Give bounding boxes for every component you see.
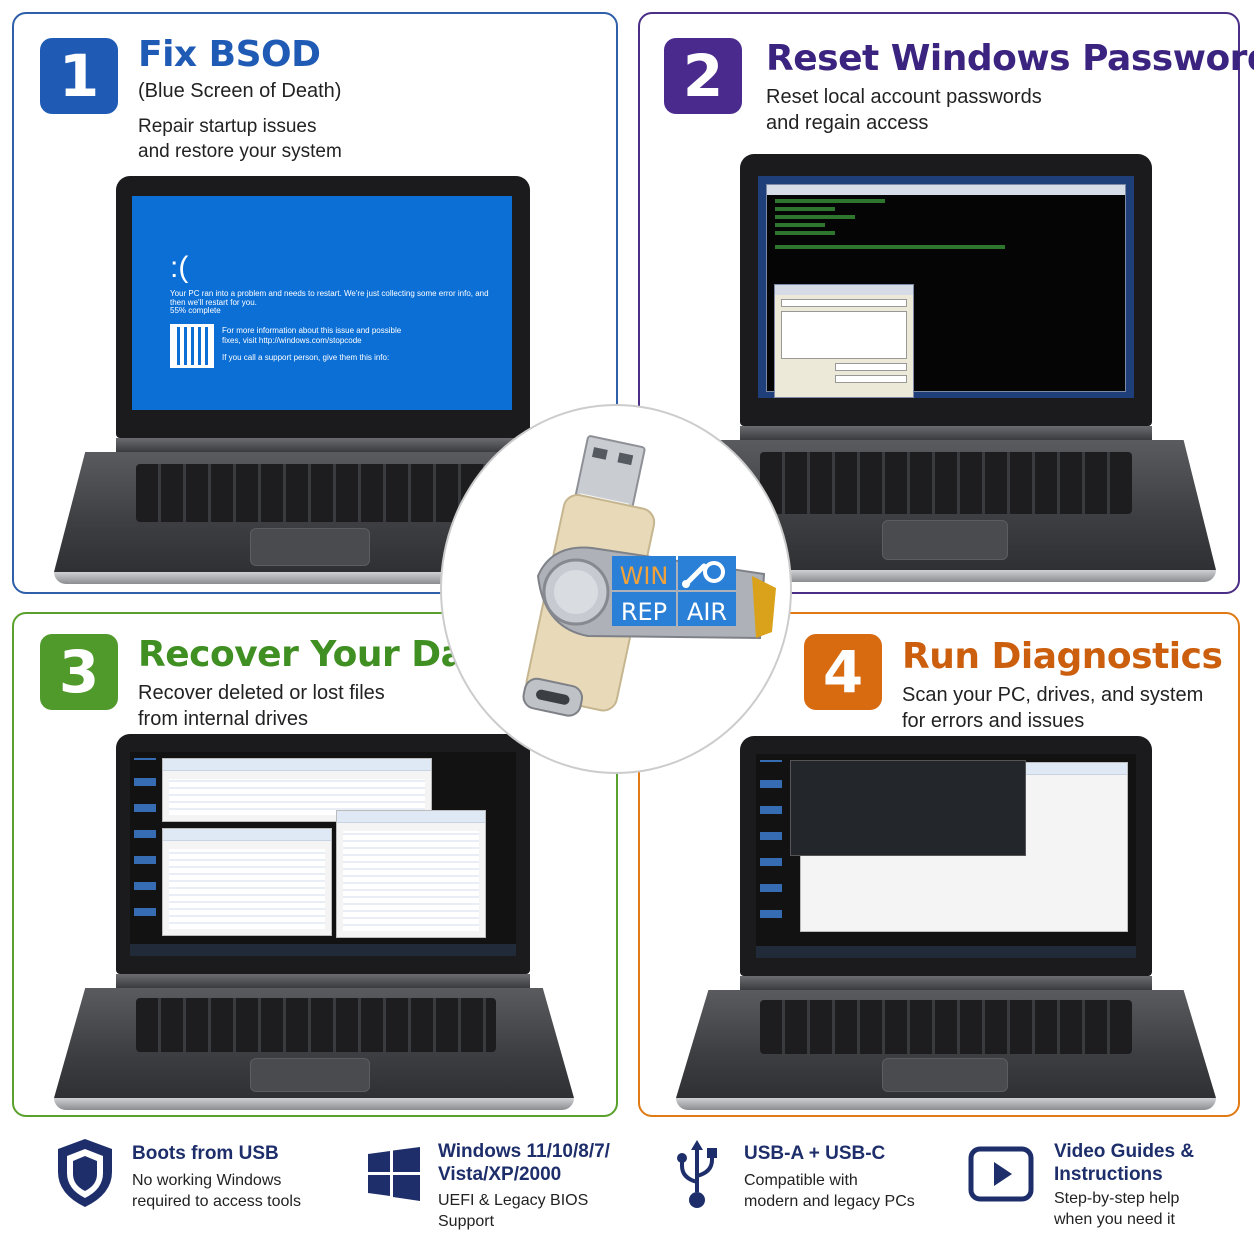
play-video-icon	[968, 1146, 1034, 1202]
usb-logo-win: WIN	[620, 562, 669, 590]
password-tool-screen	[758, 176, 1134, 398]
bsod-screen: :( Your PC ran into a problem and needs …	[132, 196, 512, 410]
laptop-keyboard	[136, 464, 496, 522]
laptop-keyboard	[760, 1000, 1132, 1054]
laptop-diagnostics	[676, 736, 1216, 1110]
feature-usb-a-c: USB-A + USB-C Compatible with modern and…	[676, 1136, 946, 1236]
usb-drive-icon: WIN REP AIR	[522, 435, 776, 717]
laptop-lid	[740, 736, 1152, 976]
laptop-touchpad	[882, 1058, 1008, 1092]
windows-logo-icon	[368, 1147, 420, 1201]
step-badge-2: 2	[664, 38, 742, 114]
qr-code-icon	[170, 324, 214, 368]
feature-title: Windows 11/10/8/7/ Vista/XP/2000	[438, 1141, 610, 1185]
laptop-base	[676, 570, 1216, 582]
feature-description: Step-by-step help when you need it	[1054, 1190, 1180, 1228]
laptop-lid: :( Your PC ran into a problem and needs …	[116, 176, 530, 438]
wrench-gear-icon	[682, 561, 725, 588]
recovery-desktop-screen	[130, 752, 516, 956]
feature-title: Video Guides & Instructions	[1054, 1141, 1195, 1185]
feature-windows-versions: Windows 11/10/8/7/ Vista/XP/2000 UEFI & …	[366, 1136, 646, 1236]
laptop-lid	[116, 734, 530, 974]
feature-description: No working Windows required to access to…	[132, 1172, 301, 1210]
feature-title: Boots from USB	[132, 1143, 279, 1164]
panel-title: Fix BSOD	[138, 34, 321, 75]
laptop-hinge	[740, 976, 1152, 990]
feature-title: USB-A + USB-C	[744, 1143, 886, 1164]
laptop-touchpad	[250, 528, 370, 566]
recovery-wizard-window	[162, 828, 332, 936]
feature-boots-from-usb: Boots from USB No working Windows requir…	[54, 1136, 344, 1236]
feature-description: Compatible with modern and legacy PCs	[744, 1172, 915, 1210]
panel-fix-bsod: 1 Fix BSOD (Blue Screen of Death) Repair…	[12, 12, 618, 594]
laptop-touchpad	[250, 1058, 370, 1092]
panel-subtitle: (Blue Screen of Death)	[138, 80, 342, 102]
step-badge-4: 4	[804, 634, 882, 710]
usb-logo-rep: REP	[621, 598, 667, 626]
laptop-base	[54, 1098, 574, 1110]
usb-icon	[677, 1140, 717, 1208]
laptop-base	[676, 1098, 1216, 1110]
taskbar	[756, 946, 1136, 958]
laptop-keyboard	[136, 998, 496, 1052]
usb-drive-illustration: WIN REP AIR	[440, 404, 792, 774]
laptop-touchpad	[882, 520, 1008, 560]
sad-face: :(	[170, 251, 189, 284]
user-list	[781, 311, 907, 359]
password-dialog	[774, 284, 914, 398]
taskbar	[130, 944, 516, 956]
diagnostics-overlay-window	[790, 760, 1026, 856]
usb-logo-air: AIR	[687, 598, 727, 626]
laptop-keyboard	[760, 452, 1132, 514]
panel-description: Recover deleted or lost files from inter…	[138, 682, 385, 730]
panel-reset-password: 2 Reset Windows Password Reset local acc…	[638, 12, 1254, 594]
recovery-results-window	[336, 810, 486, 938]
feature-video-guides: Video Guides & Instructions Step-by-step…	[968, 1136, 1218, 1236]
panel-title: Run Diagnostics	[902, 636, 1223, 677]
laptop-recovery	[54, 734, 574, 1110]
panel-run-diagnostics: 4 Run Diagnostics Scan your PC, drives, …	[638, 612, 1240, 1117]
panel-title: Recover Your Data	[138, 634, 505, 675]
step-badge-1: 1	[40, 38, 118, 114]
diagnostics-desktop-screen	[756, 754, 1136, 958]
panel-recover-data: 3 Recover Your Data Recover deleted or l…	[12, 612, 618, 1117]
panel-description: Repair startup issues and restore your s…	[138, 116, 342, 162]
panel-title: Reset Windows Password	[766, 38, 1254, 79]
laptop-hinge	[740, 426, 1152, 440]
step-badge-3: 3	[40, 634, 118, 710]
feature-description: UEFI & Legacy BIOS Support	[438, 1192, 589, 1230]
panel-description: Scan your PC, drives, and system for err…	[902, 684, 1204, 732]
shield-icon	[58, 1139, 112, 1207]
laptop-bsod: :( Your PC ran into a problem and needs …	[54, 176, 574, 584]
panel-description: Reset local account passwords and regain…	[766, 86, 1042, 134]
laptop-hinge	[116, 438, 530, 452]
laptop-lid	[740, 154, 1152, 426]
laptop-hinge	[116, 974, 530, 988]
